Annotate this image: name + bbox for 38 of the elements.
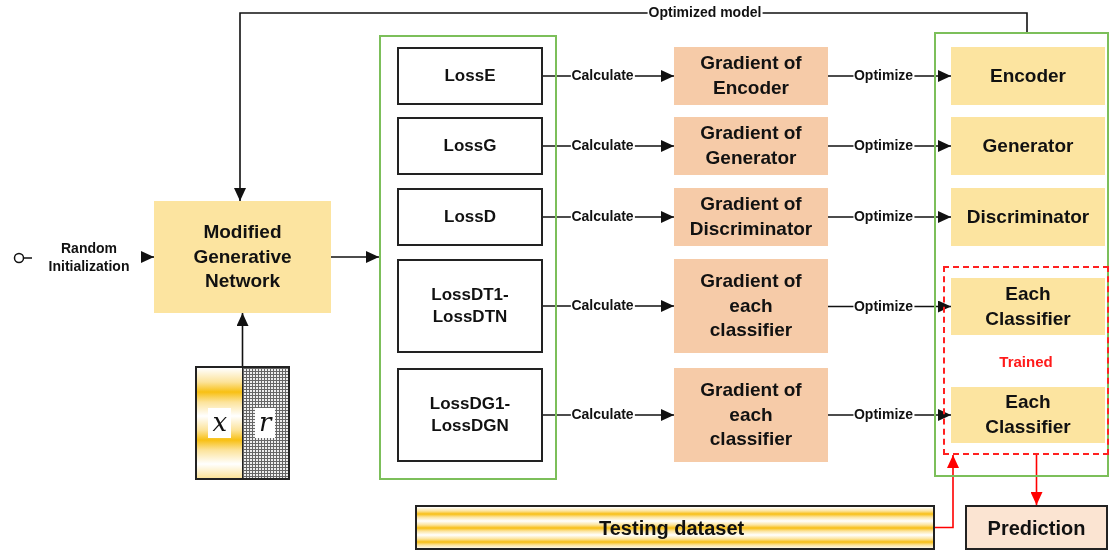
arrow — [236, 312, 249, 367]
variable-symbol: r — [255, 408, 276, 438]
gradient-box: Gradient of each classifier — [674, 259, 828, 353]
loss-box: LossDG1- LossDGN — [397, 368, 543, 462]
arrow — [234, 12, 1028, 202]
edge-label: Optimized model — [647, 5, 763, 21]
edge-label: Optimize — [852, 298, 915, 315]
edge-label: Optimize — [852, 407, 915, 423]
module-box: Each Classifier — [951, 278, 1105, 335]
gradient-box: Gradient of Generator — [674, 117, 828, 175]
arrow — [934, 454, 959, 529]
arrow — [141, 251, 155, 263]
module-box: Each Classifier — [951, 387, 1105, 443]
classifier-group — [943, 266, 1109, 455]
loss-box: LossD — [397, 188, 543, 246]
output-box: Prediction — [965, 505, 1108, 550]
variable-symbol: x — [208, 408, 232, 438]
module-box: Encoder — [951, 47, 1105, 105]
arrow — [1030, 454, 1043, 506]
module-box: Generator — [951, 117, 1105, 175]
edge-label: Optimize — [852, 209, 915, 225]
edge-label: Optimize — [852, 68, 915, 84]
gradient-box: Gradient of each classifier — [674, 368, 828, 462]
group-frame — [934, 32, 1109, 477]
edge-label: Optimize — [852, 138, 915, 154]
module-box: Modified Generative Network — [154, 201, 331, 313]
loss-box: LossG — [397, 117, 543, 175]
input-data-drawing — [195, 366, 290, 480]
gradient-box: Gradient of Discriminator — [674, 188, 828, 246]
loss-box: LossDT1- LossDTN — [397, 259, 543, 353]
module-box: Discriminator — [951, 188, 1105, 246]
gradient-box: Gradient of Encoder — [674, 47, 828, 105]
group-frame — [379, 35, 557, 480]
input-label: Random Initialization — [36, 236, 142, 278]
group-label: Trained — [998, 352, 1054, 372]
dataset-bar: Testing dataset — [415, 505, 935, 550]
loss-box: LossE — [397, 47, 543, 105]
arrow — [330, 251, 380, 263]
